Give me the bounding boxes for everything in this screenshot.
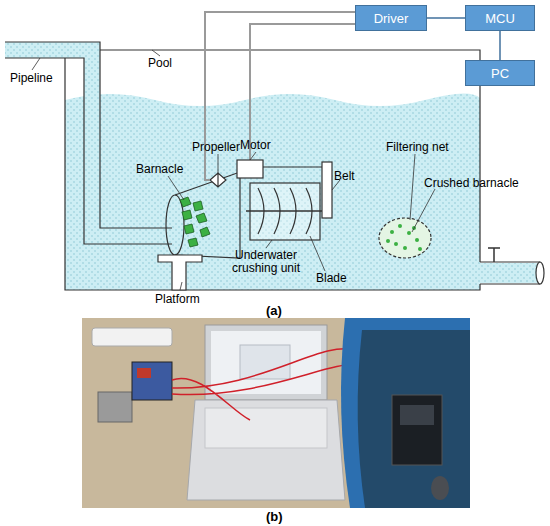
box-text: PC [491, 66, 509, 81]
process-box: PC [465, 60, 535, 86]
barnacle-group [180, 197, 210, 247]
box-text: MCU [485, 11, 515, 26]
tub-water [358, 330, 470, 508]
connector-line [499, 31, 501, 60]
outlet-end [536, 262, 544, 284]
part-label: Blade [316, 272, 347, 285]
window-panel [240, 345, 290, 379]
process-box: Driver [355, 5, 427, 31]
pool-outline [65, 50, 480, 290]
process-box: MCU [465, 5, 535, 31]
outlet-water [480, 263, 540, 283]
test-device [392, 395, 442, 465]
blue-tub [341, 318, 470, 508]
pipeline-wall [5, 42, 172, 244]
part-label: Filtering net [386, 141, 449, 154]
power-supply [98, 392, 132, 422]
crusher-shaft [246, 210, 332, 212]
barnacle-shape [188, 238, 198, 247]
funnel-outline [175, 172, 240, 258]
part-label: Pool [148, 57, 172, 70]
part-label: Motor [240, 139, 271, 152]
driver-board [132, 362, 172, 400]
outlet-pipe [480, 262, 540, 284]
mouse [431, 476, 449, 500]
red-wire [172, 349, 358, 420]
crushed-dot [407, 231, 411, 235]
barnacle-shape [180, 197, 191, 207]
crushed-dot [415, 238, 419, 242]
crushed-dot [390, 230, 394, 234]
barnacle-shape [184, 224, 194, 234]
leader-line [32, 50, 435, 290]
part-label: Barnacle [136, 163, 183, 176]
barnacle-shape [200, 227, 210, 237]
part-label: Underwater crushing unit [222, 249, 310, 275]
power-strip [92, 328, 172, 346]
crushed-barnacle-dots [386, 224, 422, 251]
connector-line [427, 17, 465, 19]
part-label: Belt [334, 170, 355, 183]
part-label: Pipeline [10, 72, 53, 85]
crushed-dot [398, 224, 402, 228]
barnacle-shape [182, 210, 192, 220]
belt-symbol [322, 162, 332, 218]
laptop-screen [205, 325, 327, 400]
laptop-keyboard [205, 408, 327, 448]
laptop-base [187, 400, 345, 500]
blade-symbol [258, 188, 312, 234]
board-part [137, 368, 151, 378]
valve-symbol [488, 248, 500, 262]
part-label: Crushed barnacle [424, 177, 519, 190]
barnacle-shape [196, 213, 207, 223]
device-detail [400, 405, 434, 425]
motor-box [237, 160, 263, 178]
part-label: Propeller [192, 141, 240, 154]
motor-shaft [263, 166, 322, 167]
box-text: Driver [374, 11, 409, 26]
part-label: Platform [155, 293, 200, 306]
platform-shape [158, 255, 202, 290]
signal-wire [205, 12, 355, 180]
pipeline-fill [5, 42, 172, 244]
barnacle-shape [193, 201, 203, 211]
crushed-dot [394, 242, 398, 246]
crushed-dot [418, 247, 422, 251]
panel-label: (a) [266, 304, 282, 317]
propeller-symbol [210, 173, 226, 187]
photo-background [82, 318, 470, 508]
filter-net [379, 218, 431, 258]
panel-label: (b) [266, 510, 283, 523]
water-body [65, 93, 480, 290]
crushed-dot [386, 239, 390, 243]
crushed-dot [403, 246, 407, 250]
